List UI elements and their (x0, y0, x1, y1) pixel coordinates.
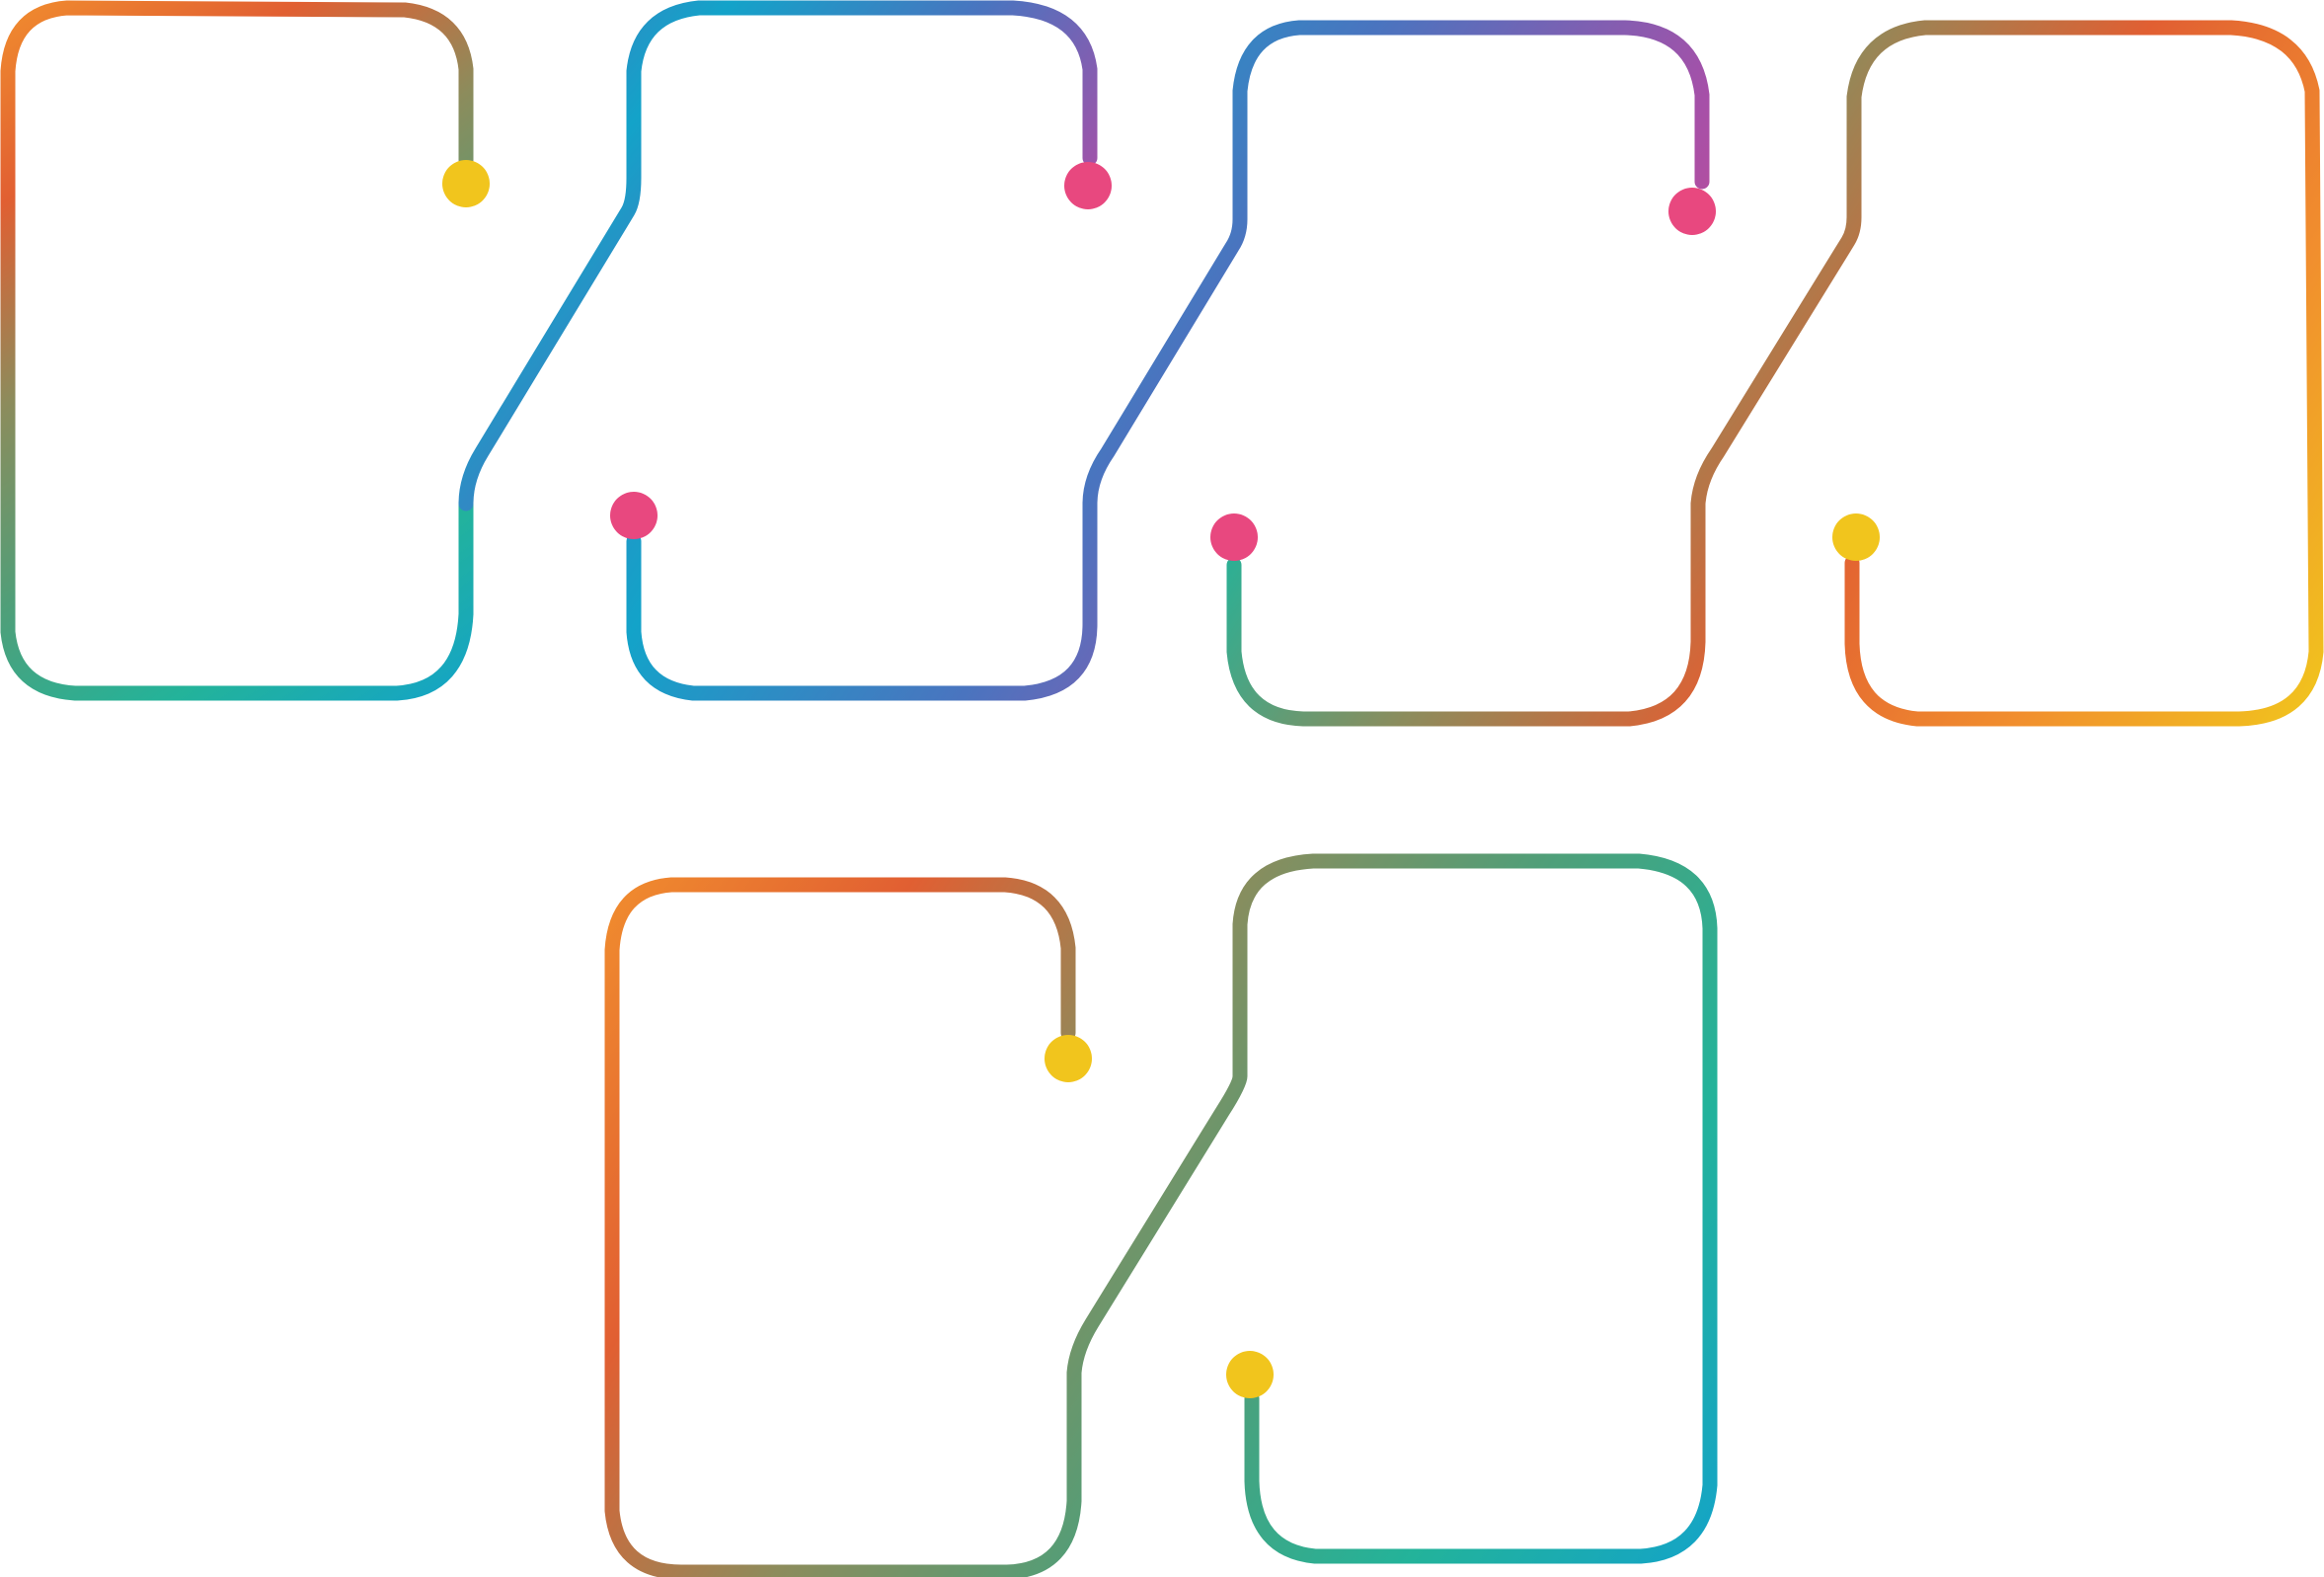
frame-6-node (1226, 1351, 1274, 1398)
frame-2-part-5 (1668, 188, 1716, 235)
frame-6-part-8 (1226, 1351, 1274, 1398)
frame-5-part-7 (604, 853, 1718, 1577)
frame-3-part-3 (610, 20, 1710, 701)
frame-4-part-4 (1210, 20, 2324, 727)
frame-2-part-2 (458, 0, 1112, 512)
frame-1-node (442, 160, 490, 207)
frame-1-outline (0, 0, 474, 701)
frame-2-node (1064, 162, 1112, 209)
frame-4-node (1210, 513, 1258, 561)
frame-5-node (1045, 1035, 1092, 1082)
frame-1-part-1 (0, 0, 490, 701)
frame-2-node (1668, 188, 1716, 235)
frame-3-outline (626, 20, 1710, 701)
frame-2-outline (458, 0, 1098, 512)
frame-4-outline (1226, 20, 2324, 727)
frame-5-outline (604, 853, 1718, 1577)
frame-3-node (610, 492, 658, 539)
frame-4-node (1832, 513, 1880, 561)
frame-4-part-6 (1832, 513, 1880, 561)
